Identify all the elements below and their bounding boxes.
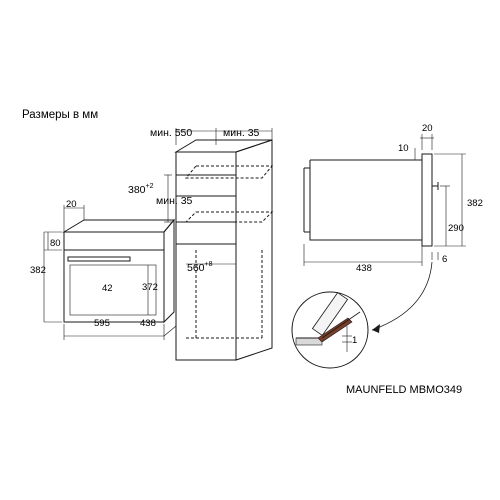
label-oven-height: 382 — [30, 265, 46, 276]
label-door-height: 290 — [448, 223, 464, 234]
label-panel-height: 80 — [50, 238, 61, 249]
label-inner-depth: 42 — [102, 283, 113, 294]
cabinet-outline — [174, 139, 274, 361]
callout-arrow — [371, 261, 433, 331]
label-top-offset: 20 — [66, 199, 77, 210]
dimensions-title: Размеры в мм — [22, 109, 98, 121]
oven-side-view — [303, 153, 439, 247]
label-detail-gap: 1 — [352, 335, 357, 346]
callout-arrowhead — [372, 324, 380, 333]
oven-handle — [67, 256, 131, 262]
label-niche-width: 560+8 — [187, 261, 213, 274]
model-label: MAUNFELD MBMO349 — [346, 384, 462, 396]
label-bottom-offset: 6 — [442, 254, 447, 265]
label-niche-height: 380+2 — [128, 183, 154, 196]
label-inner-height: 372 — [142, 282, 158, 293]
label-oven-width: 595 — [94, 318, 110, 329]
label-min-side: мин. 35 — [223, 127, 260, 139]
label-side-height: 382 — [467, 198, 483, 209]
label-oven-depth: 438 — [140, 318, 156, 329]
label-top-gap: 10 — [398, 143, 409, 154]
label-min-depth: мин. 550 — [150, 127, 192, 139]
detail-circle — [291, 291, 369, 369]
oven-front-view — [62, 218, 176, 324]
label-front-thickness: 20 — [422, 123, 433, 134]
label-side-depth: 438 — [356, 263, 372, 274]
oven-front-dimensions — [43, 205, 177, 340]
cabinet-dimensions — [164, 128, 273, 265]
label-min-rear: мин. 35 — [156, 195, 193, 207]
side-view-dimensions — [303, 134, 466, 266]
